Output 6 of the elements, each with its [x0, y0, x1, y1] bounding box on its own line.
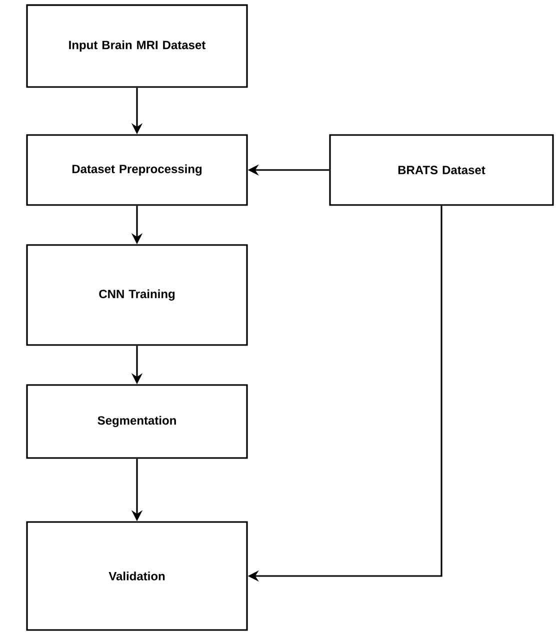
- process-box: Dataset Preprocessing: [26, 134, 248, 206]
- process-box: Input Brain MRI Dataset: [26, 4, 248, 88]
- process-box: Validation: [26, 521, 248, 631]
- data-box: BRATS Dataset: [329, 134, 554, 206]
- process-box: Segmentation: [26, 384, 248, 459]
- process-box: CNN Training: [26, 244, 248, 346]
